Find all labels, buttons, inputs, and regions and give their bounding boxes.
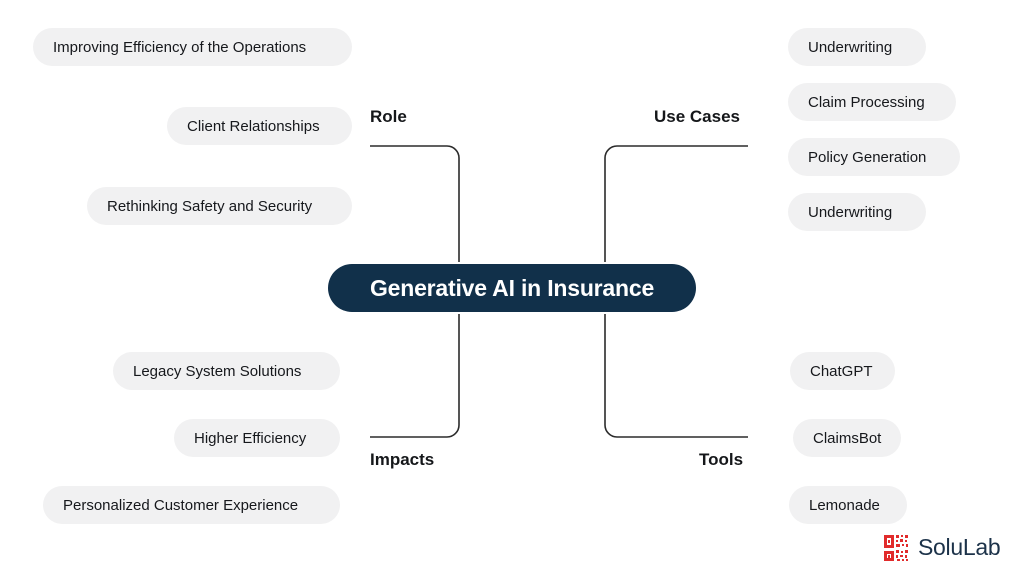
branch-label-impacts: Impacts (370, 450, 435, 469)
node-label: Underwriting (808, 38, 893, 56)
node-impacts-item-0[interactable]: Legacy System Solutions (113, 352, 340, 390)
node-label: Improving Efficiency of the Operations (53, 38, 307, 56)
node-label: Policy Generation (808, 148, 927, 166)
solulab-logo-text: SoluLab (918, 534, 1001, 560)
node-label: Lemonade (809, 496, 880, 514)
node-use-cases-item-3[interactable]: Underwriting (788, 193, 926, 231)
node-tools-item-0[interactable]: ChatGPT (790, 352, 895, 390)
branch-label-use-cases: Use Cases (654, 107, 741, 126)
node-label: ClaimsBot (813, 429, 882, 447)
node-label: Personalized Customer Experience (63, 496, 299, 514)
branch-label-role: Role (370, 107, 407, 126)
node-impacts-item-2[interactable]: Personalized Customer Experience (43, 486, 340, 524)
node-role-item-2[interactable]: Rethinking Safety and Security (87, 187, 352, 225)
node-label: Claim Processing (808, 93, 925, 111)
connector-tools (604, 314, 748, 438)
node-label: Client Relationships (187, 117, 320, 135)
node-use-cases-item-1[interactable]: Claim Processing (788, 83, 956, 121)
node-label: Rethinking Safety and Security (107, 197, 313, 215)
node-label: ChatGPT (810, 362, 873, 380)
node-role-item-0[interactable]: Improving Efficiency of the Operations (33, 28, 352, 66)
solulab-qr-mark-icon (884, 534, 908, 561)
node-tools-item-2[interactable]: Lemonade (789, 486, 907, 524)
center-node-label: Generative AI in Insurance (369, 274, 655, 301)
node-use-cases-item-0[interactable]: Underwriting (788, 28, 926, 66)
node-role-item-1[interactable]: Client Relationships (167, 107, 352, 145)
solulab-logo[interactable]: SoluLab (884, 534, 1001, 561)
node-use-cases-item-2[interactable]: Policy Generation (788, 138, 960, 176)
node-label: Legacy System Solutions (133, 362, 302, 380)
node-label: Higher Efficiency (194, 429, 307, 447)
connector-use-cases (604, 145, 748, 262)
branch-label-tools: Tools (699, 450, 744, 469)
connector-impacts (370, 314, 460, 438)
node-impacts-item-1[interactable]: Higher Efficiency (174, 419, 340, 457)
center-node[interactable]: Generative AI in Insurance (328, 264, 696, 312)
node-tools-item-1[interactable]: ClaimsBot (793, 419, 901, 457)
node-label: Underwriting (808, 203, 893, 221)
connector-role (370, 145, 460, 262)
